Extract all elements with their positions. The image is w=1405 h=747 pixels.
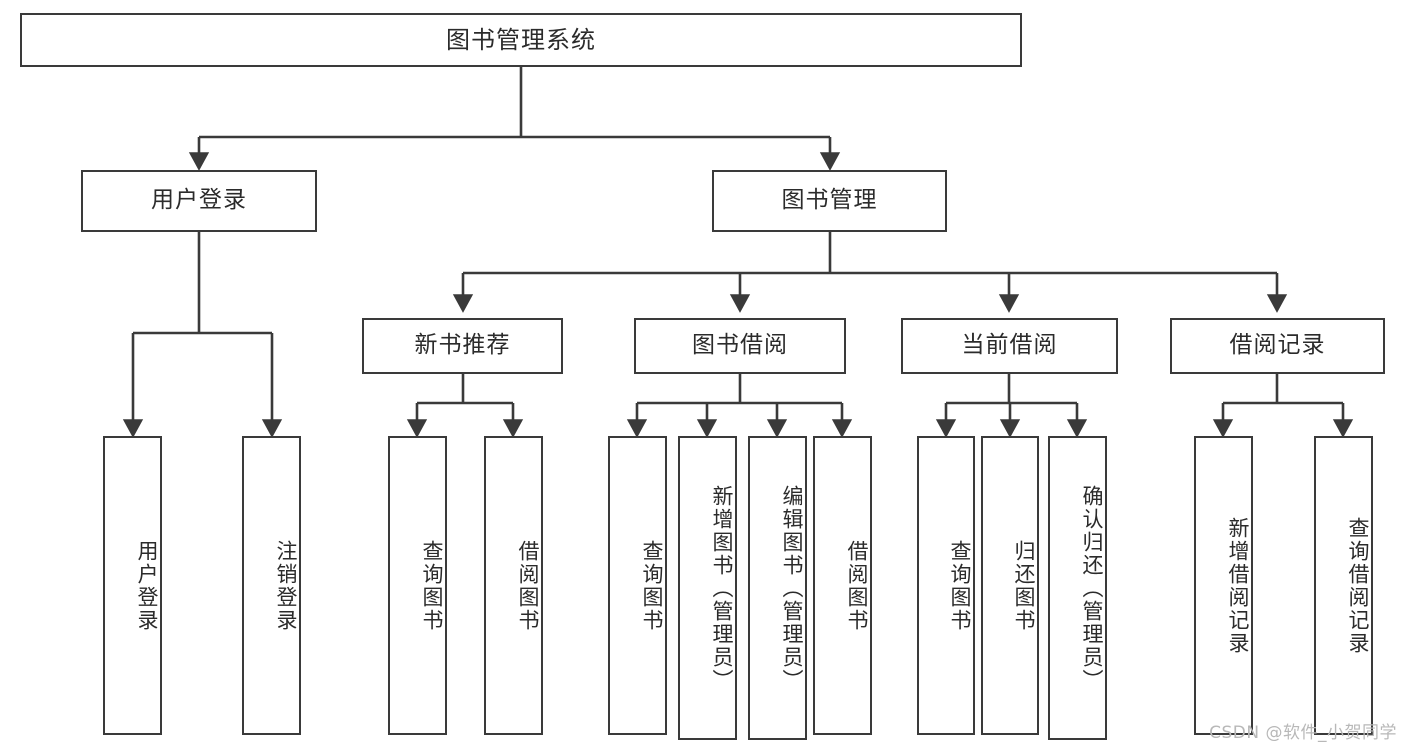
node-current-borrow-label: 当前借阅 bbox=[961, 332, 1058, 359]
node-leaf-query-book-2-label: 查询图书 bbox=[640, 539, 664, 632]
edges-newbook-to-leaves bbox=[406, 374, 524, 438]
node-leaf-query-book-3[interactable]: 查询图书 bbox=[917, 436, 975, 735]
node-root[interactable]: 图书管理系统 bbox=[20, 13, 1022, 67]
node-leaf-confirm-return[interactable]: 确认归还（管理员） bbox=[1048, 436, 1107, 740]
node-leaf-borrow-book-1-label: 借阅图书 bbox=[516, 539, 540, 632]
node-leaf-edit-book[interactable]: 编辑图书（管理员） bbox=[748, 436, 807, 740]
node-root-label: 图书管理系统 bbox=[446, 25, 596, 54]
node-book-borrow[interactable]: 图书借阅 bbox=[634, 318, 846, 374]
node-leaf-logout-label: 注销登录 bbox=[274, 539, 298, 632]
node-leaf-borrow-book-2-label: 借阅图书 bbox=[845, 539, 869, 632]
node-new-book-recommend-label: 新书推荐 bbox=[414, 332, 511, 359]
node-book-management-label: 图书管理 bbox=[781, 187, 878, 214]
node-book-borrow-label: 图书借阅 bbox=[692, 332, 788, 359]
node-leaf-return-book[interactable]: 归还图书 bbox=[981, 436, 1039, 735]
watermark-text: CSDN @软件_小贺同学 bbox=[1209, 723, 1397, 743]
node-leaf-add-book[interactable]: 新增图书（管理员） bbox=[678, 436, 737, 740]
node-leaf-query-book-1-label: 查询图书 bbox=[420, 539, 444, 632]
node-leaf-edit-book-label: 编辑图书（管理员） bbox=[780, 484, 804, 692]
node-leaf-add-book-label: 新增图书（管理员） bbox=[710, 484, 734, 692]
node-leaf-return-book-label: 归还图书 bbox=[1012, 539, 1036, 632]
node-borrow-record-label: 借阅记录 bbox=[1229, 332, 1326, 359]
node-leaf-user-login[interactable]: 用户登录 bbox=[103, 436, 162, 735]
node-leaf-query-record[interactable]: 查询借阅记录 bbox=[1314, 436, 1373, 735]
node-leaf-borrow-book-1[interactable]: 借阅图书 bbox=[484, 436, 543, 735]
node-leaf-confirm-return-label: 确认归还（管理员） bbox=[1080, 484, 1104, 692]
node-leaf-add-record[interactable]: 新增借阅记录 bbox=[1194, 436, 1253, 735]
edges-userlogin-to-leaves bbox=[122, 232, 283, 438]
node-leaf-logout[interactable]: 注销登录 bbox=[242, 436, 301, 735]
node-new-book-recommend[interactable]: 新书推荐 bbox=[362, 318, 563, 374]
edges-bookborrow-to-leaves bbox=[626, 374, 853, 438]
edges-borrowrecord-to-leaves bbox=[1212, 374, 1354, 438]
node-leaf-add-record-label: 新增借阅记录 bbox=[1226, 516, 1250, 655]
node-leaf-query-book-2[interactable]: 查询图书 bbox=[608, 436, 667, 735]
edges-bookmgmt-to-level3 bbox=[452, 232, 1288, 313]
node-leaf-query-book-3-label: 查询图书 bbox=[948, 539, 972, 632]
node-borrow-record[interactable]: 借阅记录 bbox=[1170, 318, 1385, 374]
edges-currentborrow-to-leaves bbox=[935, 374, 1088, 438]
node-leaf-query-record-label: 查询借阅记录 bbox=[1346, 516, 1370, 655]
node-user-login[interactable]: 用户登录 bbox=[81, 170, 317, 232]
node-leaf-borrow-book-2[interactable]: 借阅图书 bbox=[813, 436, 872, 735]
node-book-management[interactable]: 图书管理 bbox=[712, 170, 947, 232]
edges-root-to-level2 bbox=[188, 67, 841, 171]
node-current-borrow[interactable]: 当前借阅 bbox=[901, 318, 1118, 374]
node-leaf-user-login-label: 用户登录 bbox=[135, 539, 159, 632]
node-user-login-label: 用户登录 bbox=[151, 187, 247, 214]
node-leaf-query-book-1[interactable]: 查询图书 bbox=[388, 436, 447, 735]
